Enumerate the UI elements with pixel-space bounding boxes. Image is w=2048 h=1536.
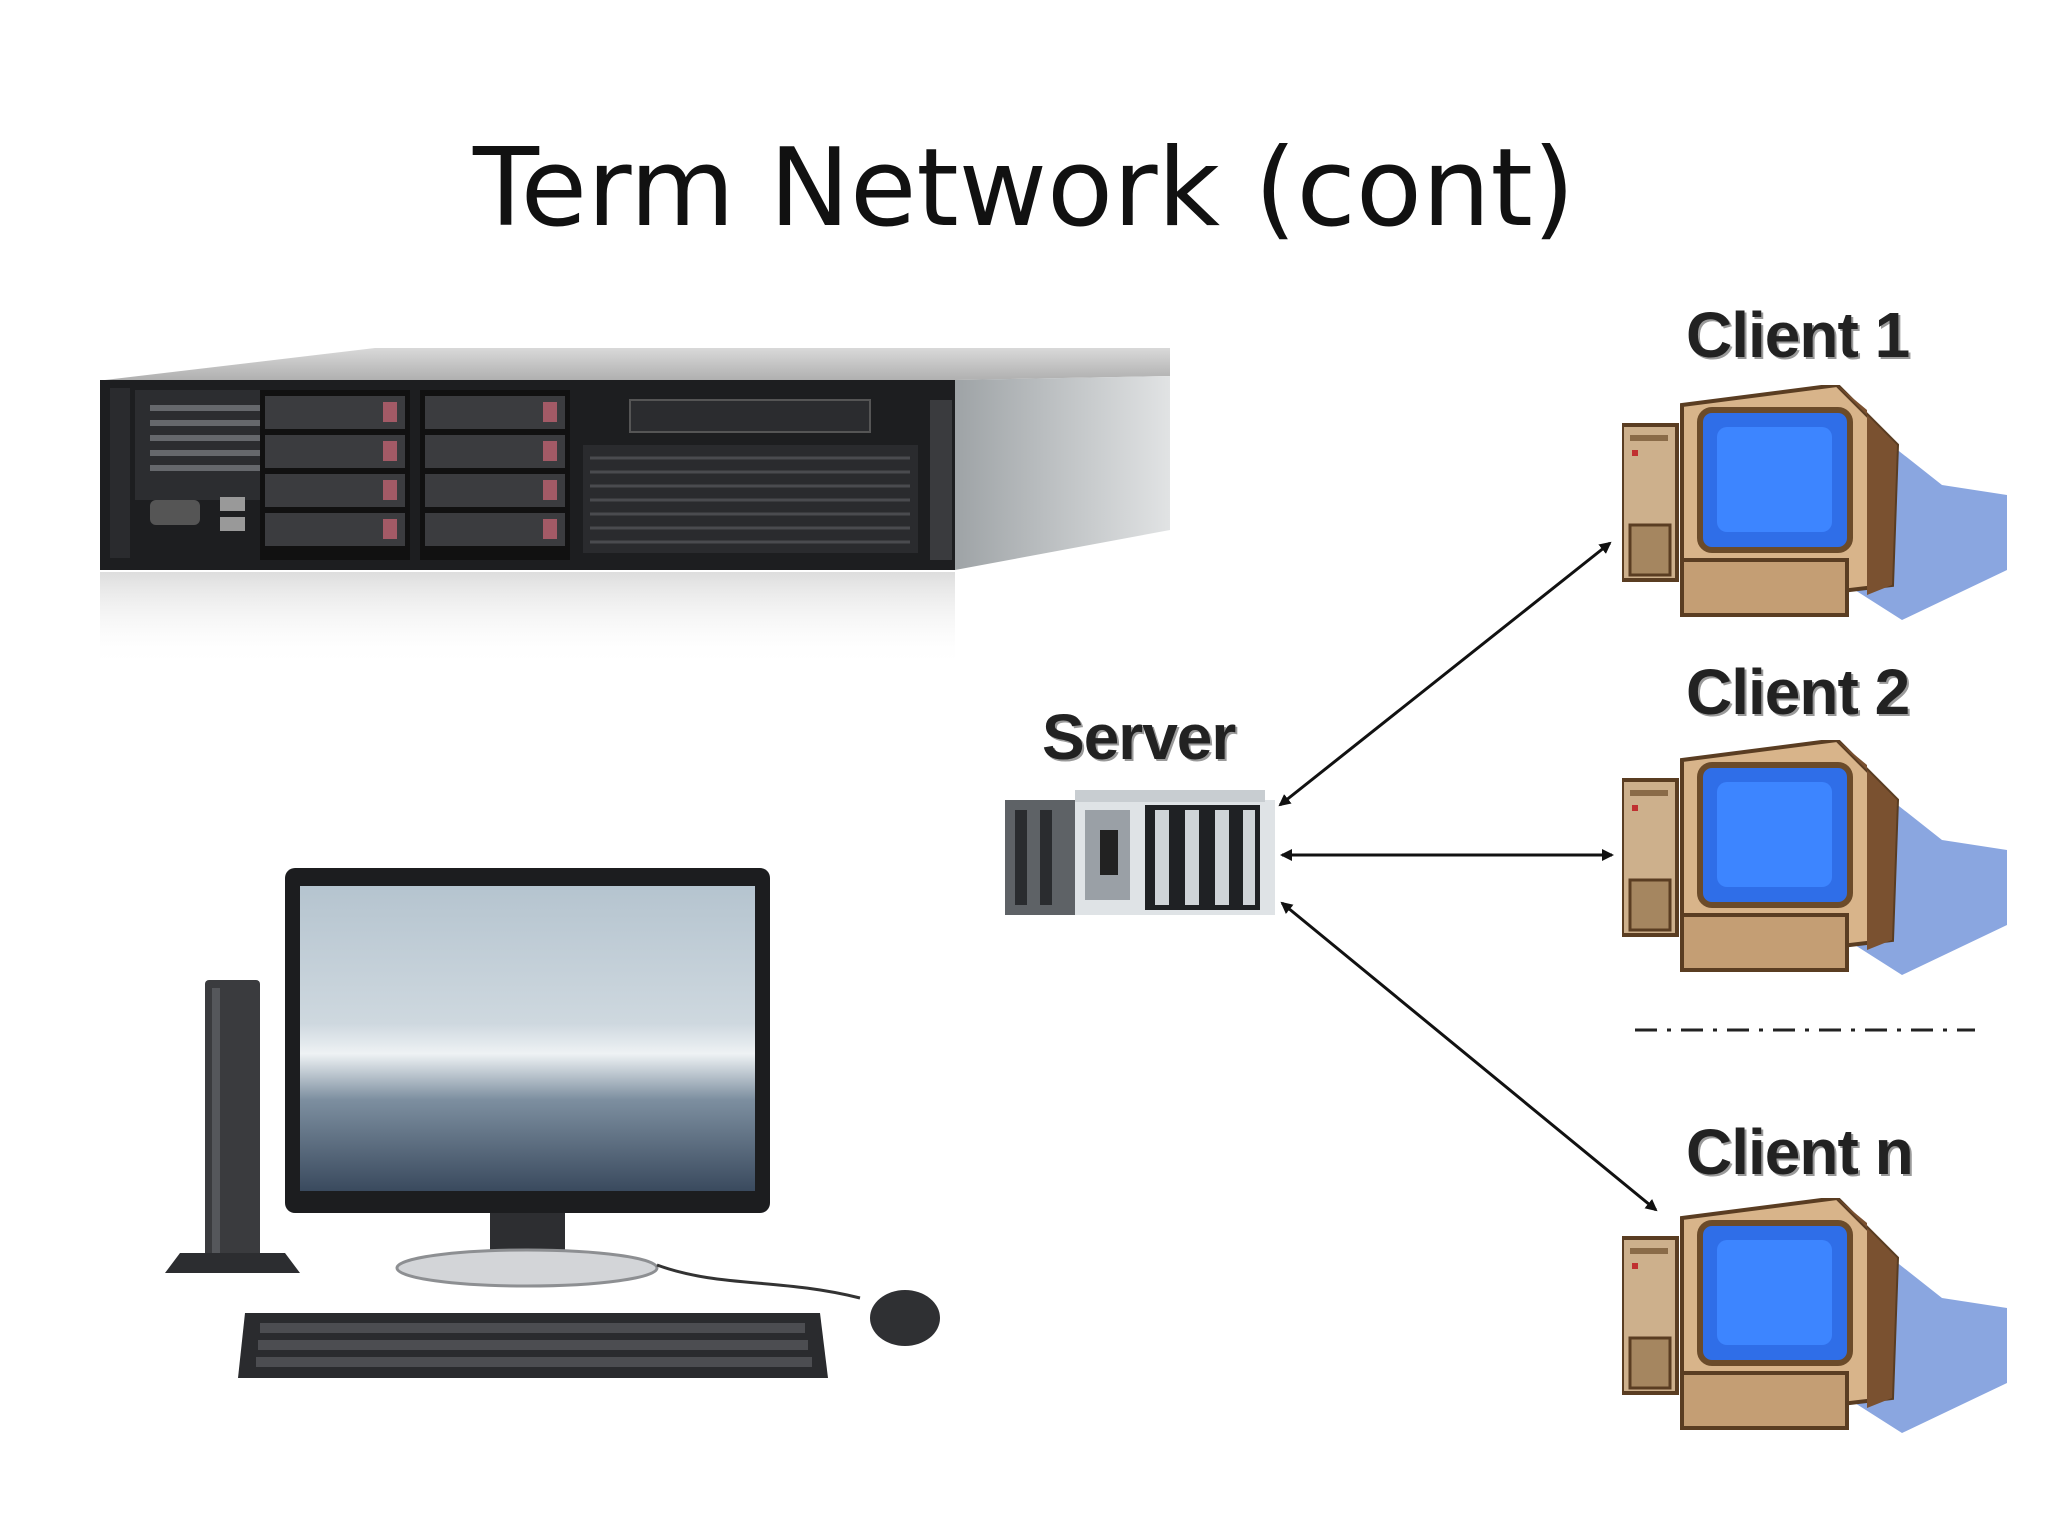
arrow-server-client-n <box>1280 901 1658 1212</box>
client-1-label: Client 1 <box>1686 299 1910 371</box>
client-2-label: Client 2 <box>1686 656 1910 728</box>
client-2-computer-icon <box>1622 740 2007 975</box>
rack-server-image <box>100 348 1170 667</box>
client-1-computer-icon <box>1622 385 2007 620</box>
arrow-server-client-1 <box>1278 541 1612 807</box>
client-n-label: Client n <box>1686 1116 1914 1188</box>
slide-title: Term Network (cont) <box>473 126 1575 251</box>
server-icon <box>1005 790 1275 915</box>
server-label: Server <box>1042 701 1236 773</box>
desktop-computer-image <box>165 868 940 1378</box>
client-n-computer-icon <box>1622 1198 2007 1433</box>
